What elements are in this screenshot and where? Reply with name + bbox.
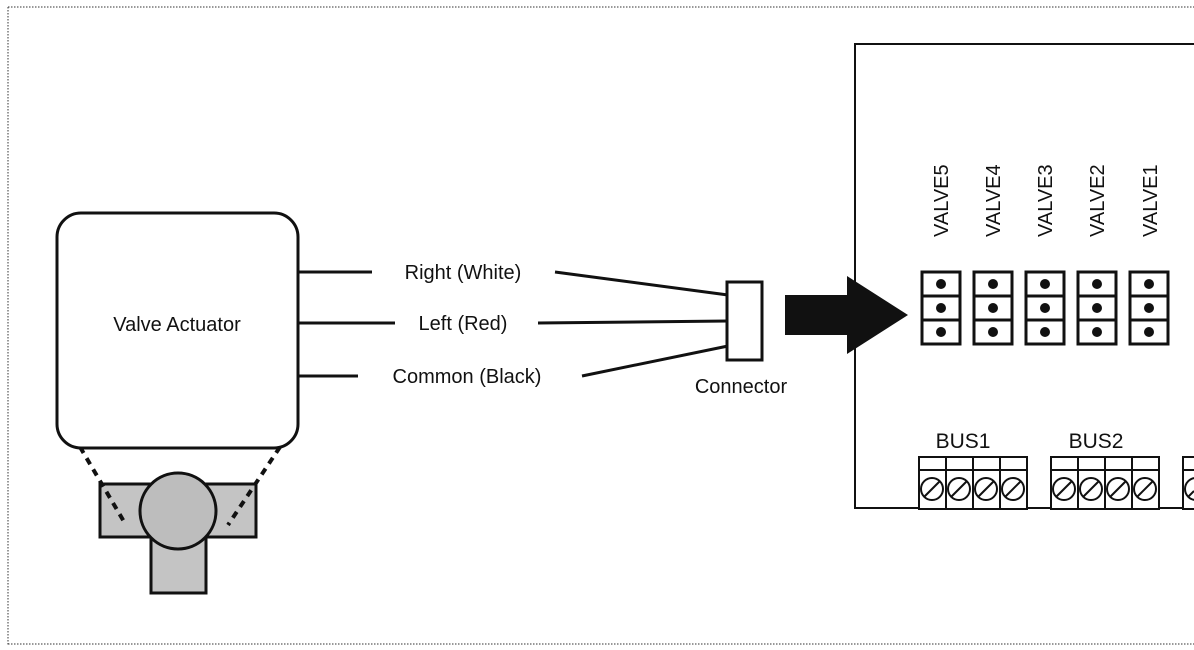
valve4-label: VALVE4 xyxy=(983,164,1005,237)
connector: Connector xyxy=(695,280,788,398)
wire-right-to-connector xyxy=(554,270,729,297)
projection-line-right xyxy=(226,445,282,527)
valve-ball xyxy=(138,471,218,551)
bus3-terminal-partial xyxy=(1182,456,1194,510)
controller-board: VALVE5 VALVE4 VALVE3 VALVE2 VALVE1 xyxy=(854,43,1194,510)
valve3-terminal xyxy=(1024,270,1066,346)
valve5-terminal xyxy=(920,270,962,346)
bus1-label: BUS1 xyxy=(936,430,991,453)
valve1-terminal xyxy=(1128,270,1170,346)
bus1-terminal xyxy=(918,456,1028,510)
wires: Right (White) Left (Red) Common (Black) xyxy=(298,262,729,388)
wire-right-label: Right (White) xyxy=(405,262,522,284)
connector-body xyxy=(725,280,764,362)
bus2-label: BUS2 xyxy=(1069,430,1124,453)
valve-actuator: Valve Actuator xyxy=(55,211,300,450)
valve2-label: VALVE2 xyxy=(1087,164,1109,237)
valve3-label: VALVE3 xyxy=(1035,164,1057,237)
actuator-label: Valve Actuator xyxy=(113,314,241,336)
wire-common-to-connector xyxy=(581,344,729,378)
valve2-terminal xyxy=(1076,270,1118,346)
bus2-terminal xyxy=(1050,456,1160,510)
projection-line-left xyxy=(78,445,128,527)
valve1-label: VALVE1 xyxy=(1140,164,1162,237)
wire-left-to-connector xyxy=(537,319,729,325)
arrow-icon xyxy=(785,276,908,354)
valve4-terminal xyxy=(972,270,1014,346)
frame-border xyxy=(7,6,1194,645)
actuator-box xyxy=(55,211,300,450)
valve5-label: VALVE5 xyxy=(931,164,953,237)
connector-label: Connector xyxy=(695,376,788,398)
valve-assembly xyxy=(30,445,325,635)
wire-left-label: Left (Red) xyxy=(419,313,508,335)
wire-common-label: Common (Black) xyxy=(393,366,542,388)
